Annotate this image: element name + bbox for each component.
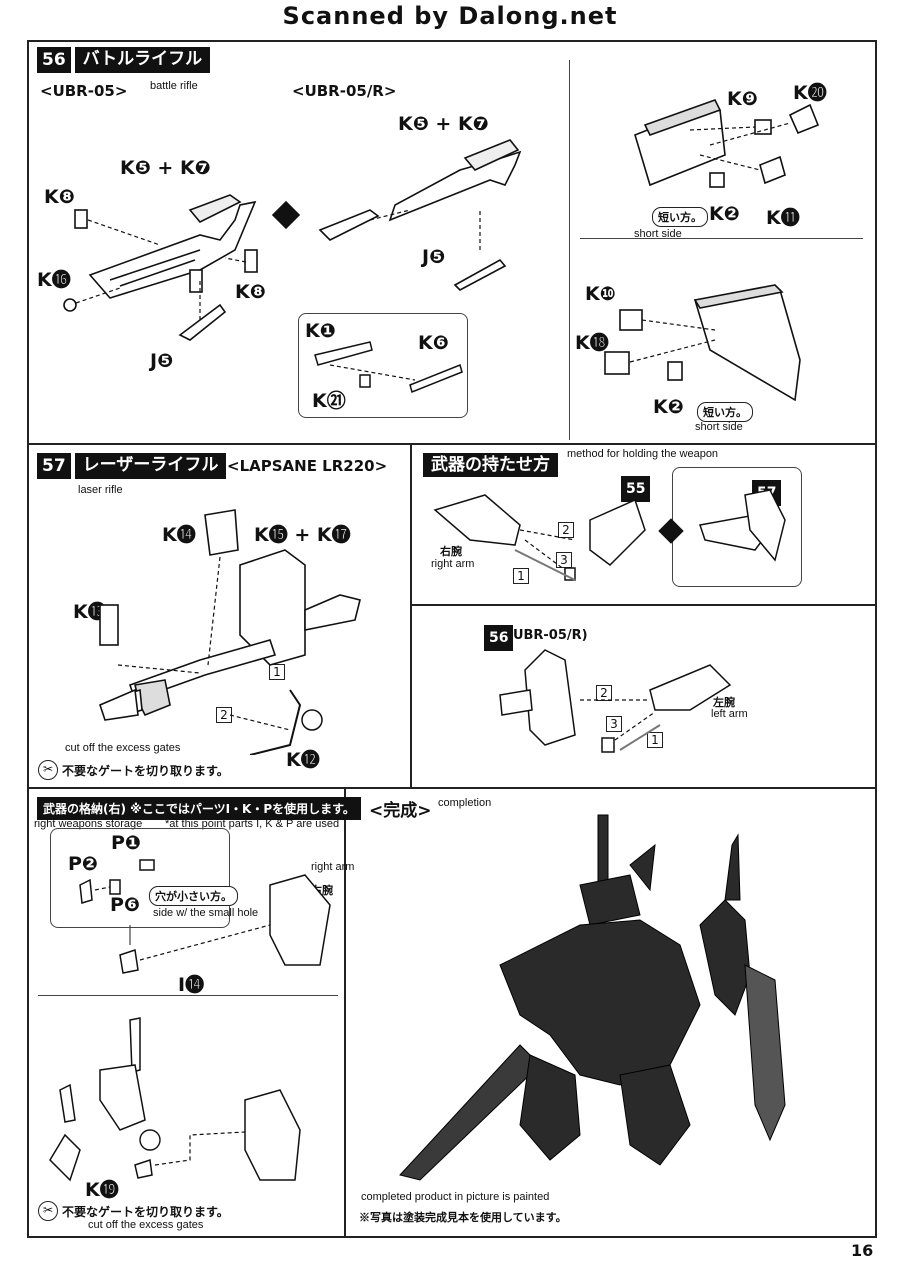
part-k20: K⓴ xyxy=(793,82,827,104)
nipper-icon-2: ✂ xyxy=(38,1201,58,1221)
part-k2-c: K❷ xyxy=(709,203,740,225)
divider-row2 xyxy=(27,787,877,789)
completion-title-en: completion xyxy=(438,797,492,809)
part-k11: K⓫ xyxy=(766,207,800,229)
part-k14: K⓮ xyxy=(162,524,196,546)
step57-title: レーザーライフル xyxy=(74,453,227,479)
storage-gate-note: ✂ 不要なゲートを切り取ります。 xyxy=(38,1201,229,1221)
variant-b-label: <UBR-05/R> xyxy=(292,82,397,100)
step57-gate-en: cut off the excess gates xyxy=(65,742,181,754)
part-k13: K⓭ xyxy=(73,601,107,623)
holding-left-step3: 3 xyxy=(606,716,622,732)
holding-right-illustration xyxy=(433,489,786,581)
part-k18: K⓲ xyxy=(575,332,609,354)
holding-right-arm-en: right arm xyxy=(431,558,475,570)
step57-variant-en: laser rifle xyxy=(78,484,123,496)
variant-a-label: <UBR-05> xyxy=(40,82,128,100)
part-k10: K❿ xyxy=(585,283,616,305)
holding-title: 武器の持たせ方 xyxy=(423,453,558,477)
holding-ref56-variant: (UBR-05/R) xyxy=(507,628,588,643)
battle-rifle-r-illustration xyxy=(318,139,522,291)
page-frame xyxy=(27,40,877,1238)
completion-painted-jp: ※写真は塗装完成見本を使用しています。 xyxy=(359,1212,567,1224)
page-number: 16 xyxy=(851,1241,874,1260)
part-k1: K❶ xyxy=(305,320,336,342)
storage-note-en: *at this point parts I, K & P are used xyxy=(165,818,340,830)
storage-inset-box xyxy=(50,828,230,928)
part-k6: K❻ xyxy=(418,332,449,354)
storage-title-en: right weapons storage xyxy=(34,818,143,830)
stock-parts-illustration xyxy=(314,341,463,394)
storage-parts-illustration xyxy=(79,859,331,974)
divider-step56b xyxy=(569,60,570,440)
holding-left-illustration xyxy=(499,649,732,753)
holding-step3: 3 xyxy=(556,552,572,568)
part-k15k17: K⓯ + K⓱ xyxy=(254,524,351,546)
step57-step1: 1 xyxy=(269,664,285,680)
small-hole-en: side w/ the small hole xyxy=(153,907,259,919)
step57-variant: <LAPSANE LR220> xyxy=(227,457,388,475)
short-side-en-2: short side xyxy=(695,421,743,433)
part-k2-c2: K❷ xyxy=(653,396,684,418)
short-side-en-1: short side xyxy=(634,228,682,240)
small-hole-badge: 穴が小さい方。 xyxy=(149,886,238,906)
part-p6: P❻ xyxy=(110,894,141,916)
step57-number: 57 xyxy=(37,453,71,479)
part-k5k7-b: K❺ + K❼ xyxy=(398,113,489,135)
variant-a-en: battle rifle xyxy=(150,80,198,92)
part-k8b-a: K❽ xyxy=(235,281,266,303)
part-k12: K⓬ xyxy=(286,749,320,771)
rifle-bottom-detail-illustration xyxy=(604,284,801,402)
part-k19: K⓳ xyxy=(85,1179,119,1201)
step56-header: 56 バトルライフル xyxy=(37,47,211,73)
part-i14: I⓮ xyxy=(178,974,205,996)
holding-step1: 1 xyxy=(513,568,529,584)
rifle-top-detail-illustration xyxy=(634,99,820,188)
divider-hold xyxy=(410,604,877,606)
holding-left-arm-jp: 左腕 xyxy=(713,697,735,709)
storage-right-arm-en: right arm xyxy=(311,861,355,873)
storage-mount-illustration xyxy=(49,1017,301,1182)
holding-step2: 2 xyxy=(558,522,574,538)
divider-row1 xyxy=(27,443,877,445)
short-side-badge-1: 短い方。 xyxy=(652,207,708,227)
holding-right-arm-jp: 右腕 xyxy=(440,546,462,558)
part-k16-a: K⓰ xyxy=(37,269,71,291)
step57-header: 57 レーザーライフル xyxy=(37,453,227,479)
part-j5-a: J❺ xyxy=(150,350,174,372)
part-k9: K❾ xyxy=(727,88,758,110)
holding-ref56: 56 xyxy=(484,625,514,651)
scan-credit: Scanned by Dalong.net xyxy=(282,2,618,30)
part-j5-b: J❺ xyxy=(422,246,446,268)
storage-gate-en: cut off the excess gates xyxy=(88,1219,204,1231)
completed-model-photo xyxy=(399,814,786,1181)
holding-title-en: method for holding the weapon xyxy=(567,448,719,460)
storage-title: 武器の格納(右) ※ここではパーツI・K・Pを使用します。 xyxy=(37,797,361,820)
step57-gate-note: ✂ 不要なゲートを切り取ります。 xyxy=(38,760,229,780)
part-p1: P❶ xyxy=(111,832,142,854)
short-side-badge-2: 短い方。 xyxy=(697,402,753,422)
completion-title: <完成> xyxy=(369,801,432,821)
divider-step56c xyxy=(580,238,863,239)
nipper-icon: ✂ xyxy=(38,760,58,780)
holding-left-step1: 1 xyxy=(647,732,663,748)
step57-gate-jp: 不要なゲートを切り取ります。 xyxy=(62,763,229,778)
divider-mid xyxy=(410,443,412,789)
part-p2: P❷ xyxy=(68,853,99,875)
step56-number: 56 xyxy=(37,47,71,73)
storage-gate-jp: 不要なゲートを切り取ります。 xyxy=(62,1204,229,1219)
part-k5k7-a: K❺ + K❼ xyxy=(120,157,211,179)
holding-left-arm-en: left arm xyxy=(711,708,748,720)
completion-painted-en: completed product in picture is painted xyxy=(361,1191,550,1203)
laser-rifle-illustration xyxy=(99,509,361,755)
part-k21: K㉑ xyxy=(312,390,346,412)
battle-rifle-illustration xyxy=(63,194,258,341)
divider-bottom xyxy=(344,787,346,1238)
part-k8-a: K❽ xyxy=(44,186,75,208)
step56-title: バトルライフル xyxy=(74,47,211,73)
detail-inset-box xyxy=(298,313,468,418)
divider-storage xyxy=(38,995,338,996)
